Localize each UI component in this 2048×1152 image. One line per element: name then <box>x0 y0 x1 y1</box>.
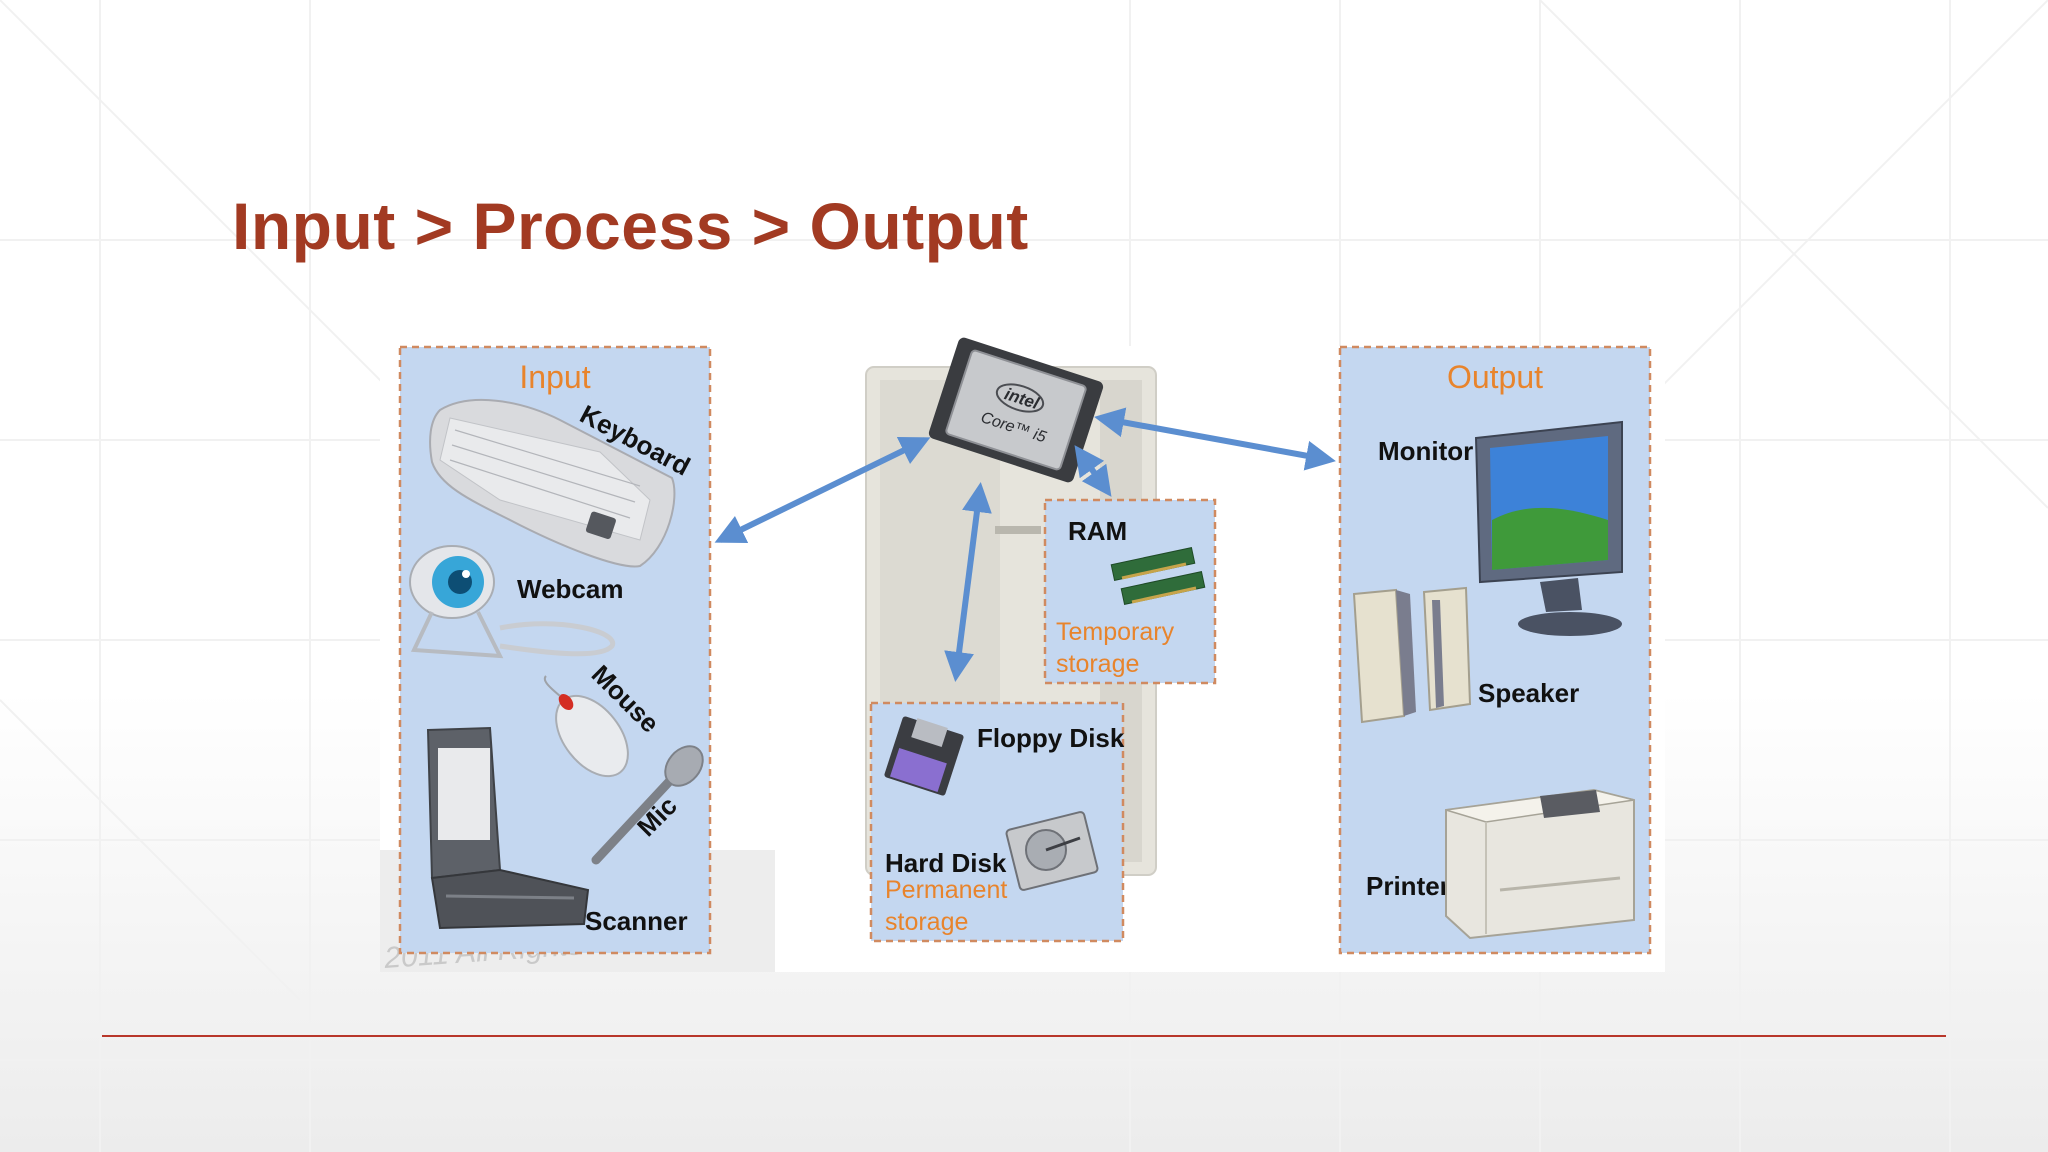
speaker-icon <box>1352 586 1472 724</box>
ram-storage-line1: Temporary <box>1056 618 1175 646</box>
input-panel: Input Keyboard Webcam <box>398 345 712 955</box>
ram-label: RAM <box>1068 516 1127 546</box>
storage-permanent-line2: storage <box>885 908 968 936</box>
arrow-cpu-storage <box>944 482 992 682</box>
monitor-label: Monitor <box>1378 436 1473 466</box>
hard-disk-icon <box>1005 811 1099 891</box>
hard-disk-label: Hard Disk <box>885 848 1007 878</box>
cpu-chip: intel Core™ i5 <box>928 337 1104 483</box>
floppy-disk-icon <box>884 716 964 796</box>
scanner-icon <box>426 726 590 930</box>
slide-title: Input > Process > Output <box>232 189 1029 263</box>
mouse-icon <box>543 675 629 778</box>
flow-arrows <box>714 407 1336 682</box>
input-heading: Input <box>519 359 590 395</box>
keyboard-icon <box>429 399 676 568</box>
output-heading: Output <box>1447 359 1543 395</box>
ram-storage-line2: storage <box>1056 650 1139 678</box>
ram-stick-icon <box>1110 547 1206 605</box>
arrow-cpu-ram <box>1074 445 1112 497</box>
storage-box: Floppy Disk Hard Disk Permanent storage <box>869 701 1125 943</box>
webcam-label: Webcam <box>517 574 623 604</box>
floppy-label: Floppy Disk <box>977 723 1125 753</box>
bottom-divider <box>102 1035 1946 1037</box>
ram-box: RAM Temporary storage <box>1043 498 1217 685</box>
scanner-label: Scanner <box>585 906 688 936</box>
printer-label: Printer <box>1366 871 1450 901</box>
webcam-icon <box>409 545 616 659</box>
printer-icon <box>1445 788 1635 940</box>
storage-permanent-line1: Permanent <box>885 876 1007 904</box>
mic-icon <box>591 745 704 865</box>
arrow-input-cpu <box>714 437 931 543</box>
arrow-cpu-output <box>1094 407 1336 471</box>
speaker-label: Speaker <box>1478 678 1579 708</box>
monitor-icon <box>1474 420 1623 636</box>
output-panel: Output Monitor Speaker Printer <box>1338 345 1652 955</box>
